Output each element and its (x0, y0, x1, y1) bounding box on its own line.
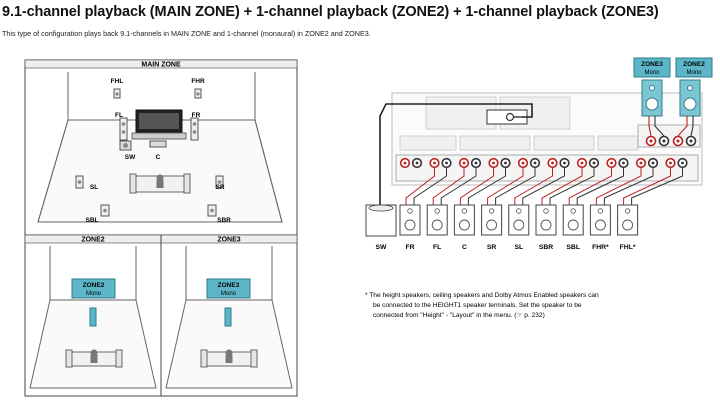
zone3-tag-line1: ZONE3 (641, 61, 663, 68)
speaker-box-fhr (589, 168, 654, 236)
speaker-box-fhl (617, 168, 683, 236)
zone3-tag-line2: Mono (644, 70, 660, 76)
note-line-2: be connected to the HEIGHT1 speaker term… (373, 302, 582, 309)
label-sbl: SBL (86, 217, 99, 224)
speaker-label-fl: FL (433, 244, 441, 251)
label-sr: SR (215, 184, 224, 191)
speaker-row: SW FR FL C SR SL SBR SBL FHR* FHL* (376, 168, 683, 251)
zone2-room-walls (29, 246, 157, 389)
zone2-label: ZONE2 (81, 237, 104, 244)
label-sl: SL (90, 184, 98, 191)
page-subtitle: This type of configuration plays back 9.… (2, 29, 371, 38)
label-fhl: FHL (111, 78, 124, 85)
zone3-speaker-icon (224, 307, 232, 327)
speaker-box-sr (481, 168, 536, 236)
zone3-label: ZONE3 (217, 237, 240, 244)
terminal-pair-2 (458, 157, 482, 169)
speaker-box-sbl (562, 168, 624, 236)
terminal-pair-8 (635, 157, 659, 169)
main-zone-label: MAIN ZONE (141, 62, 181, 69)
zone2-box-line2: Mono (86, 291, 102, 297)
speaker-terminals (399, 157, 688, 169)
speaker-sw-icon (119, 140, 132, 151)
zone2-speaker-icon (89, 307, 97, 327)
speaker-label-fr: FR (405, 244, 414, 251)
speaker-label-sbl: SBL (566, 244, 580, 251)
label-sw: SW (125, 154, 136, 161)
label-c: C (156, 154, 161, 161)
speaker-sbl-icon (100, 204, 110, 217)
speaker-fr-icon (190, 117, 199, 141)
speaker-label-fhl: FHL* (620, 244, 636, 251)
terminal-pair-4 (517, 157, 541, 169)
speaker-sbr-icon (207, 204, 217, 217)
zone2-tag-line1: ZONE2 (683, 61, 705, 68)
zone2-box-line1: ZONE2 (83, 282, 105, 289)
wiring-diagram: ZONE3 Mono ZONE2 Mono (365, 57, 713, 251)
terminal-pair-7 (606, 157, 629, 169)
speaker-sl-icon (75, 175, 84, 189)
zone2-wired-speaker-icon (679, 79, 701, 117)
zone2-mono-box (71, 278, 116, 299)
speaker-fhr-icon (194, 88, 202, 99)
terminal-pair-0 (399, 157, 423, 169)
zone3-room-walls (165, 246, 293, 389)
tv-icon (131, 109, 187, 140)
zone3-mono-box (206, 278, 251, 299)
sw-cable (379, 103, 533, 205)
speaker-label-sbr: SBR (539, 244, 553, 251)
label-sbr: SBR (217, 217, 231, 224)
zone3-box-line1: ZONE3 (218, 282, 240, 289)
speaker-box-fr (399, 168, 447, 236)
speaker-sr-icon (215, 175, 224, 189)
zone3-terminals (645, 135, 670, 147)
speaker-fl-icon (119, 117, 128, 141)
speaker-box-fl (426, 168, 477, 236)
speaker-label-sl: SL (514, 244, 523, 251)
zone2-tag (675, 57, 713, 78)
page-title: 9.1-channel playback (MAIN ZONE) + 1-cha… (2, 4, 659, 20)
terminal-pair-6 (576, 157, 600, 169)
subwoofer-icon (365, 204, 397, 237)
note-line-3: connected from "Height" - "Layout" in th… (373, 312, 545, 319)
label-fr: FR (192, 112, 201, 119)
height-speaker-note: * The height speakers, ceiling speakers … (365, 292, 599, 319)
zone3-sofa-icon (200, 349, 258, 368)
terminal-pair-1 (429, 157, 452, 169)
speaker-box-sl (508, 168, 565, 236)
zone2-terminals (672, 135, 697, 147)
speaker-c-icon (149, 140, 167, 148)
label-fhr: FHR (191, 78, 205, 85)
terminal-pair-5 (547, 157, 570, 169)
speaker-label-sw: SW (376, 244, 388, 251)
speaker-box-sbr (535, 168, 595, 236)
terminal-pair-9 (665, 157, 688, 169)
speaker-label-sr: SR (487, 244, 497, 251)
sofa-icon (129, 173, 191, 194)
zone2-sofa-icon (65, 349, 123, 368)
zone3-wired-speaker-icon (641, 79, 663, 117)
label-fl: FL (115, 112, 123, 119)
speaker-box-c (453, 168, 506, 236)
zone2-tag-line2: Mono (686, 70, 702, 76)
note-line-1: * The height speakers, ceiling speakers … (365, 292, 599, 299)
speaker-label-c: C (462, 244, 467, 251)
speaker-label-fhr: FHR* (592, 244, 609, 251)
zone3-box-line2: Mono (221, 291, 237, 297)
speaker-fhl-icon (113, 88, 121, 99)
main-room-walls (37, 72, 283, 223)
zone3-tag (633, 57, 671, 78)
terminal-pair-3 (488, 157, 511, 169)
